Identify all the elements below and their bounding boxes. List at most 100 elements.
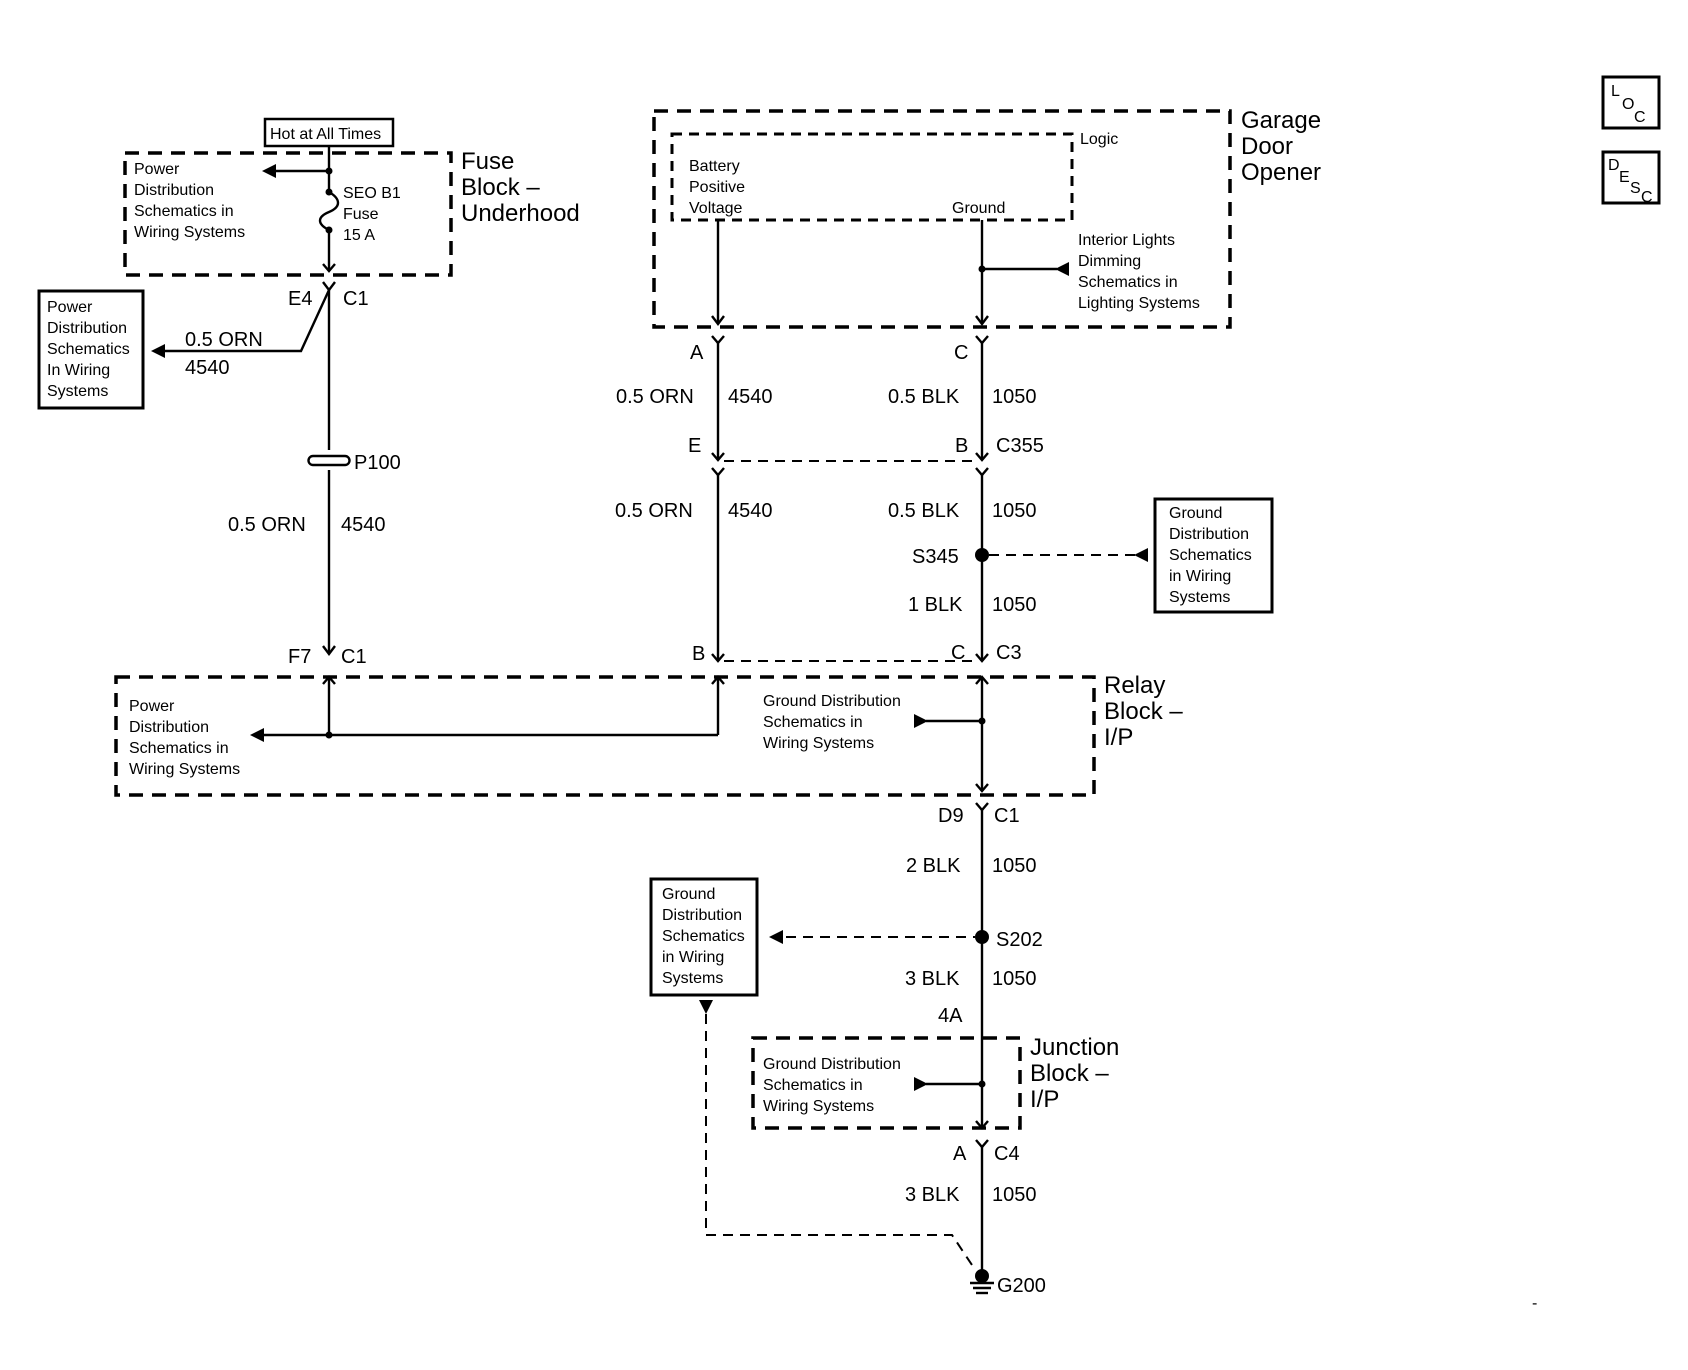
svg-text:2 BLK: 2 BLK [906,855,961,877]
svg-text:D9: D9 [938,805,964,827]
svg-text:4540: 4540 [728,386,773,408]
garage-door-opener-title: Garage Door Opener [1241,107,1321,186]
svg-text:C355: C355 [996,435,1044,457]
svg-text:Dimming: Dimming [1078,253,1141,270]
svg-text:Distribution: Distribution [1169,526,1249,543]
svg-text:C: C [1641,189,1653,206]
svg-text:Distribution: Distribution [134,182,214,199]
svg-text:3 BLK: 3 BLK [905,1184,960,1206]
svg-text:SEO B1: SEO B1 [343,185,401,202]
right-wire-1050-upper: 0.5 BLK 1050 [888,343,1037,460]
right-wire-1050-lower: 1 BLK 1050 [908,594,1037,616]
p100-passthrough: P100 [307,452,401,474]
branch-wire-4540: 0.5 ORN 4540 [151,289,331,379]
desc-button[interactable]: D E S C [1601,150,1661,206]
svg-text:1050: 1050 [992,594,1037,616]
ground-label: Ground [952,200,1005,217]
ground-g200: G200 [970,1269,1046,1297]
svg-text:Schematics in: Schematics in [763,1077,863,1094]
ground-distribution-ref-lower[interactable]: Ground Distribution Schematics in Wiring… [649,877,759,997]
svg-text:D: D [1608,157,1620,174]
svg-text:Schematics: Schematics [47,341,130,358]
relay-block-ground-ref[interactable]: Ground Distribution Schematics in Wiring… [763,693,901,752]
svg-text:S: S [1630,180,1641,197]
svg-text:Wiring Systems: Wiring Systems [763,1098,874,1115]
svg-text:Power: Power [129,698,175,715]
svg-text:Ground: Ground [1169,505,1222,522]
svg-text:C: C [1634,109,1646,126]
svg-text:I/P: I/P [1030,1086,1059,1113]
svg-text:Systems: Systems [47,383,108,400]
svg-text:1050: 1050 [992,855,1037,877]
power-distribution-ref-left[interactable]: Power Distribution Schematics In Wiring … [37,289,145,410]
svg-text:Junction: Junction [1030,1034,1119,1061]
svg-text:E4: E4 [288,288,312,310]
svg-text:Block –: Block – [1104,698,1183,725]
logic-outline [670,132,1074,222]
svg-text:4A: 4A [938,1005,963,1027]
fuse-block-outline [123,151,453,277]
right-wire-1050-mid: 0.5 BLK 1050 [888,475,1037,660]
svg-text:0.5 BLK: 0.5 BLK [888,500,960,522]
connector-d9-c1: D9 C1 [938,802,1020,827]
svg-text:Wiring Systems: Wiring Systems [134,224,245,241]
svg-text:Ground Distribution: Ground Distribution [763,693,901,710]
garage-door-opener-outline [652,109,1232,329]
relay-block-outline [114,675,1096,797]
lower-wire-1050-final: 3 BLK 1050 [905,1147,1037,1275]
junction-block-ground-ref[interactable]: Ground Distribution Schematics in Wiring… [763,1056,901,1115]
svg-text:Distribution: Distribution [47,320,127,337]
svg-text:Relay: Relay [1104,672,1165,699]
logic-label: Logic [1080,131,1118,148]
svg-text:1050: 1050 [992,968,1037,990]
svg-text:Wiring Systems: Wiring Systems [763,735,874,752]
svg-text:Opener: Opener [1241,159,1321,186]
connector-c-c3: C C3 [951,642,1022,685]
svg-text:4540: 4540 [341,514,386,536]
loc-button[interactable]: L O C [1601,75,1661,130]
svg-text:3 BLK: 3 BLK [905,968,960,990]
lower-wire-labels-2: 3 BLK 1050 4A [905,968,1037,1027]
svg-text:Schematics in: Schematics in [763,714,863,731]
svg-text:L: L [1611,83,1620,100]
svg-text:Ground: Ground [662,886,715,903]
svg-text:Schematics in: Schematics in [134,203,234,220]
ground-ref-dashed-path [699,1000,975,1269]
battery-positive-voltage-label: Battery Positive Voltage [689,158,745,217]
junction-block-outline [751,1036,1022,1130]
svg-text:1050: 1050 [992,1184,1037,1206]
interior-lights-ref[interactable]: Interior Lights Dimming Schematics in Li… [1078,232,1200,312]
svg-text:1050: 1050 [992,500,1037,522]
splice-s202: S202 [769,929,1043,951]
ground-distribution-ref-right[interactable]: Ground Distribution Schematics in Wiring… [1153,497,1274,614]
svg-text:Schematics in: Schematics in [129,740,229,757]
svg-text:A: A [690,342,704,364]
svg-text:C: C [954,342,968,364]
svg-text:0.5 BLK: 0.5 BLK [888,386,960,408]
garage-internal-leads [711,220,1069,326]
svg-text:S345: S345 [912,546,959,568]
relay-block-power-ref[interactable]: Power Distribution Schematics in Wiring … [129,698,240,778]
svg-text:B: B [955,435,968,457]
svg-text:in Wiring: in Wiring [1169,568,1231,585]
svg-text:Wiring Systems: Wiring Systems [129,761,240,778]
svg-text:C1: C1 [994,805,1020,827]
svg-text:O: O [1622,96,1634,113]
svg-text:Battery: Battery [689,158,740,175]
svg-text:Systems: Systems [662,970,723,987]
svg-text:4540: 4540 [728,500,773,522]
svg-text:Positive: Positive [689,179,745,196]
svg-text:Distribution: Distribution [662,907,742,924]
connector-b-c3: B [692,643,976,685]
svg-text:Fuse: Fuse [461,148,514,175]
page-mark: - [1532,1295,1537,1312]
svg-text:Schematics in: Schematics in [1078,274,1178,291]
svg-text:1050: 1050 [992,386,1037,408]
svg-text:I/P: I/P [1104,724,1133,751]
fuse-block-power-ref[interactable]: Power Distribution Schematics in Wiring … [134,161,245,241]
svg-text:Voltage: Voltage [689,200,742,217]
svg-text:Fuse: Fuse [343,206,379,223]
connector-c355: B C355 [955,435,1044,477]
connector-f7-c1: F7 C1 [288,645,367,735]
